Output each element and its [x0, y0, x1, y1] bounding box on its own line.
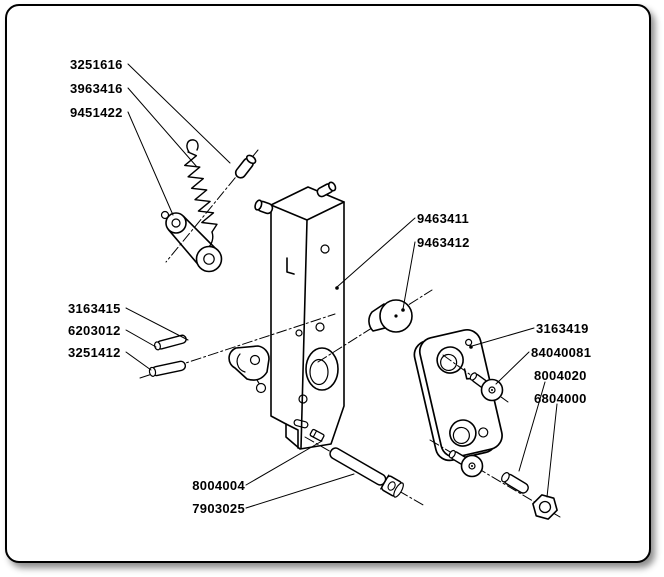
- tension-spring: [183, 139, 218, 249]
- part-number-label: 9463411: [417, 211, 469, 226]
- clip: [309, 428, 325, 442]
- part-number-label: 3251616: [70, 57, 123, 72]
- lever-arm: [160, 210, 223, 273]
- socket-bolt: [329, 447, 404, 498]
- backing-plate: [413, 328, 503, 462]
- part-number-label: 6804000: [534, 391, 587, 406]
- part-number-label: 9451422: [70, 105, 123, 120]
- part-number-label: 7903025: [192, 501, 245, 516]
- part-number-label: 9463412: [417, 235, 470, 250]
- part-number-label: 3963416: [70, 81, 123, 96]
- latch-cam: [228, 345, 270, 394]
- part-number-label: 3163419: [536, 321, 589, 336]
- part-number-label: 6203012: [68, 323, 121, 338]
- dowel-pin: [501, 472, 529, 494]
- leader-lines: [125, 63, 558, 509]
- part-number-label: 8004020: [534, 368, 587, 383]
- pin-lower: [148, 360, 187, 377]
- washer-screw-upper: [469, 372, 504, 402]
- main-bracket-body: [254, 181, 345, 450]
- roller-button: [368, 299, 413, 333]
- clevis-pin: [234, 154, 257, 179]
- part-number-label: 84040081: [531, 345, 592, 360]
- body-boss-right: [316, 181, 337, 198]
- body-boss-left: [254, 199, 274, 215]
- hex-nut: [532, 494, 558, 520]
- part-number-label: 8004004: [192, 478, 245, 493]
- orientation-mark-body: [286, 257, 295, 275]
- washer-screw-lower: [448, 449, 484, 478]
- part-number-label: 3163415: [68, 301, 121, 316]
- part-number-label: 3251412: [68, 345, 121, 360]
